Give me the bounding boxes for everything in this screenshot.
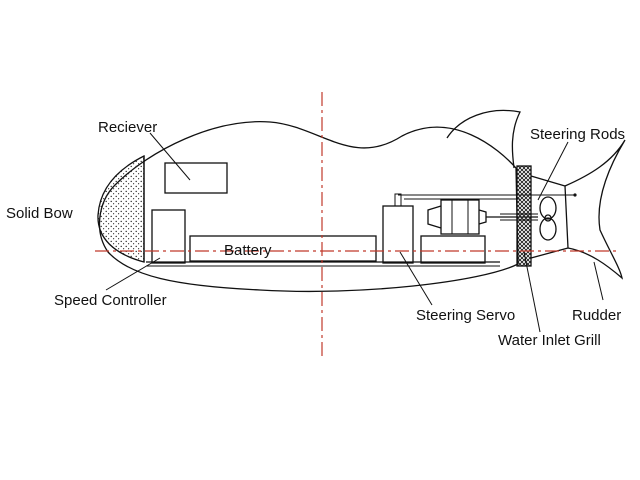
speed-controller-box [151, 209, 186, 264]
dorsal-fin [446, 109, 521, 169]
motor-front-cap [427, 205, 442, 229]
solid-bow [97, 154, 145, 263]
label-solid-bow: Solid Bow [6, 205, 73, 222]
motor-mount [420, 235, 486, 264]
rudder-fin [564, 139, 626, 280]
reciever-box [164, 162, 228, 194]
leader-reciever [149, 132, 191, 181]
water-inlet-grill [516, 165, 532, 267]
leader-rudder [593, 261, 604, 301]
leader-steering-rods [537, 141, 569, 201]
leader-speed-controller [105, 257, 161, 291]
motor-body [440, 199, 480, 235]
rod-end [573, 193, 577, 197]
battery-box [189, 235, 377, 262]
label-speed-controller: Speed Controller [54, 292, 167, 309]
propeller-blade-lower [539, 217, 557, 241]
propeller-hub [544, 214, 552, 222]
leader-steering-servo [399, 251, 433, 306]
label-steering-rods: Steering Rods [530, 126, 625, 143]
label-battery: Battery [224, 242, 272, 259]
leader-water-inlet-grill [523, 251, 541, 333]
propeller-blade-upper [539, 196, 557, 220]
label-water-inlet-grill: Water Inlet Grill [498, 332, 601, 349]
label-rudder: Rudder [572, 307, 621, 324]
motor-coupling [478, 209, 487, 225]
steering-servo-box [382, 205, 414, 264]
servo-arm [394, 193, 402, 207]
label-reciever: Reciever [98, 119, 157, 136]
label-steering-servo: Steering Servo [416, 307, 515, 324]
